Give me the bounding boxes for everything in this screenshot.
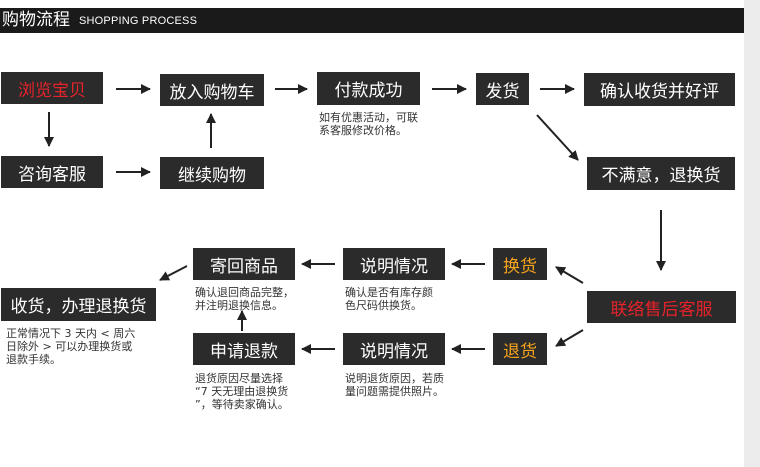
section-header: 购物流程 SHOPPING PROCESS [0, 8, 744, 33]
note-refund: 退货原因尽量选择 “7 天无理由退换货 ”，等待卖家确认。 [195, 372, 289, 411]
arrow-ship-to-unsatisfied [536, 114, 579, 161]
header-title-en: SHOPPING PROCESS [79, 15, 198, 27]
step-contact-aftersale: 联络售后客服 [587, 291, 736, 323]
note-payment: 如有优惠活动，可联 系客服修改价格。 [319, 111, 418, 137]
step-apply-refund: 申请退款 [193, 333, 295, 365]
step-add-cart: 放入购物车 [160, 74, 264, 106]
step-ship: 发货 [476, 73, 529, 105]
note-send-back: 确认退回商品完整， 并注明退换信息。 [195, 286, 294, 312]
step-unsatisfied: 不满意，退换货 [587, 157, 735, 190]
step-payment-success: 付款成功 [317, 72, 420, 105]
note-return: 说明退货原因，若质 量问题需提供照片。 [345, 372, 444, 398]
step-exchange: 换货 [493, 248, 547, 280]
header-title-cn: 购物流程 [2, 10, 70, 30]
flow-arrows [44, 84, 666, 354]
step-confirm-receipt: 确认收货并好评 [584, 73, 735, 106]
step-explain-exchange: 说明情况 [343, 248, 445, 280]
note-receive: 正常情况下 3 天内 < 周六 日除外 > 可以办理换货或 退款手续。 [6, 327, 136, 366]
step-receive-process: 收货，办理退换货 [1, 288, 156, 321]
step-continue-shopping: 继续购物 [160, 157, 264, 189]
right-gutter [744, 0, 760, 467]
arrow-aftersale-to-return [555, 329, 584, 347]
step-explain-return: 说明情况 [343, 333, 445, 365]
step-consult-service: 咨询客服 [1, 156, 103, 188]
note-exchange: 确认是否有库存颜 色尺码供换货。 [345, 286, 433, 312]
step-browse: 浏览宝贝 [1, 72, 103, 104]
arrow-sendback-to-receive [159, 265, 188, 281]
step-send-back: 寄回商品 [193, 248, 295, 280]
arrow-aftersale-to-exchange [555, 266, 584, 284]
step-return: 退货 [493, 333, 547, 365]
